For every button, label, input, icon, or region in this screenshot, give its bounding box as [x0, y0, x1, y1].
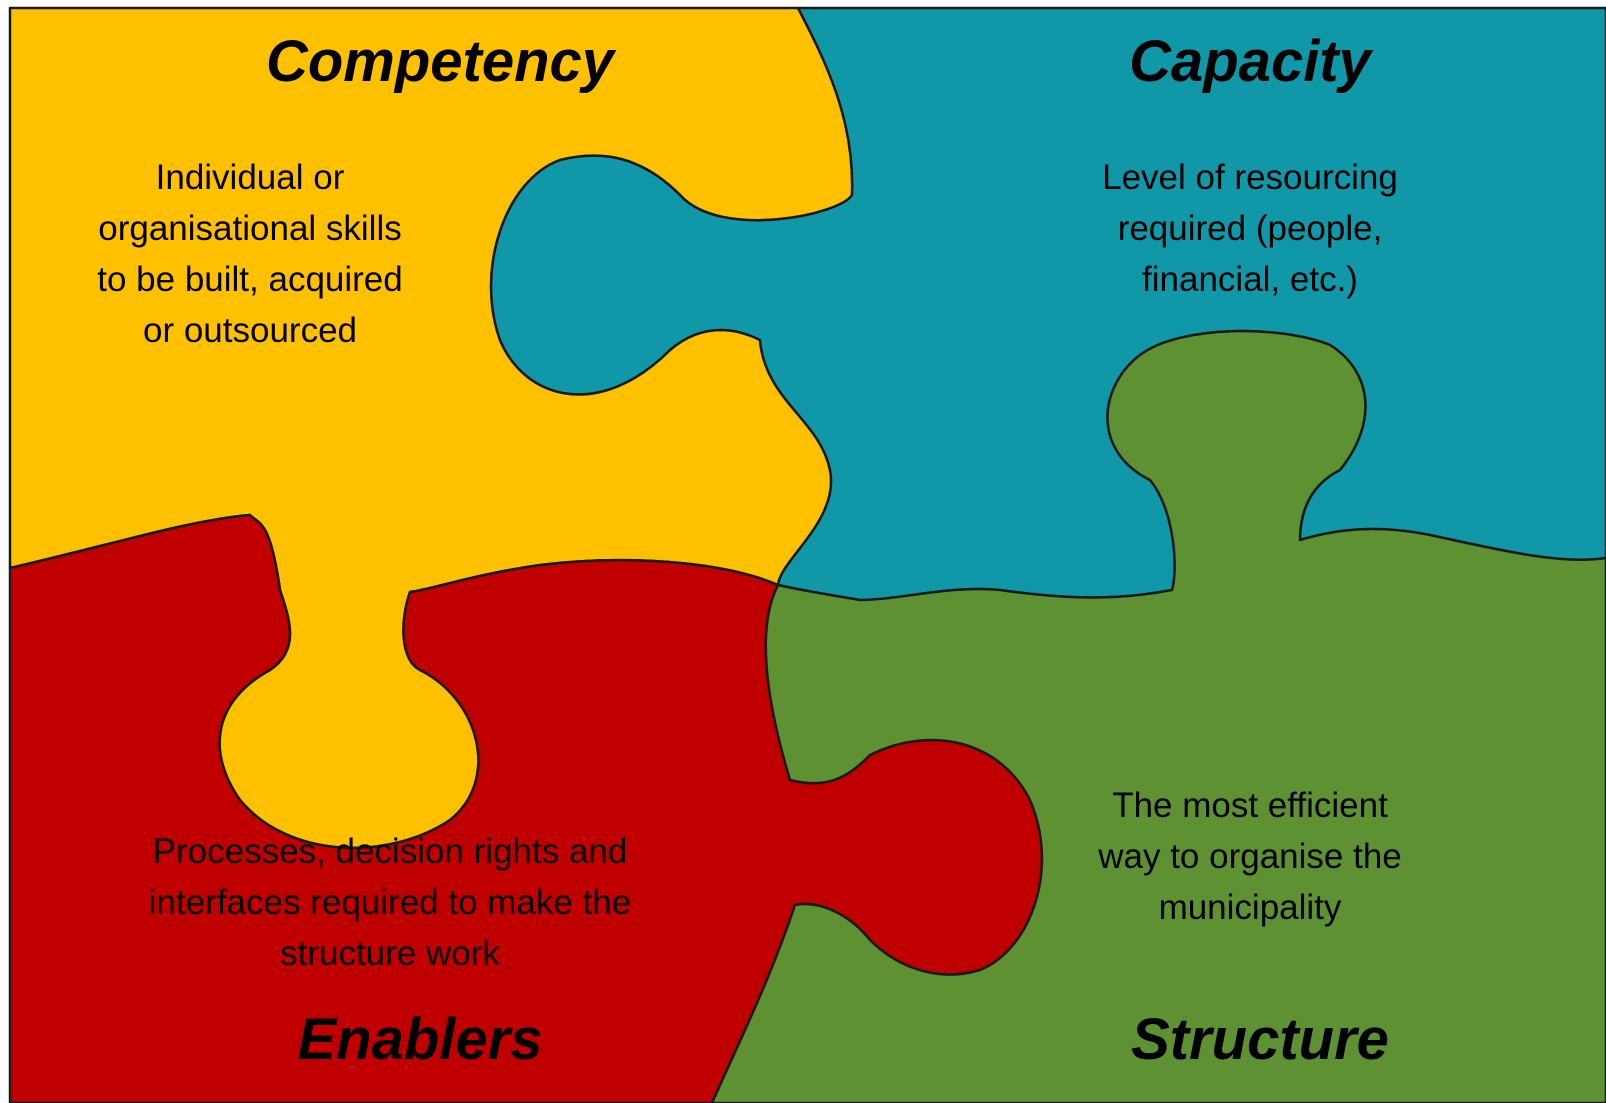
structure-title: Structure: [1131, 1007, 1389, 1072]
competency-desc-line: or outsourced: [142, 311, 358, 350]
competency-desc-line: Individual or: [155, 158, 345, 197]
capacity-desc-line: financial, etc.): [1142, 260, 1358, 299]
structure-description: The most efficient way to organise the m…: [1040, 780, 1460, 933]
enablers-desc-line: structure work: [280, 934, 500, 973]
structure-desc-line: The most efficient: [1112, 786, 1388, 825]
capacity-description: Level of resourcing required (people, fi…: [1040, 152, 1460, 305]
structure-piece: [710, 329, 1606, 1103]
structure-desc-line: municipality: [1158, 888, 1342, 927]
enablers-title: Enablers: [297, 1007, 543, 1072]
capacity-desc-line: required (people,: [1117, 209, 1383, 248]
capacity-title: Capacity: [1129, 29, 1371, 94]
competency-desc-line: organisational skills: [98, 209, 402, 248]
enablers-desc-line: Processes, decision rights and: [152, 832, 628, 871]
competency-description: Individual or organisational skills to b…: [40, 152, 460, 356]
structure-desc-line: way to organise the: [1098, 837, 1402, 876]
enablers-desc-line: interfaces required to make the: [148, 883, 632, 922]
competency-title: Competency: [265, 29, 615, 94]
competency-desc-line: to be built, acquired: [97, 260, 403, 299]
diagram-border: [9, 7, 1606, 1103]
capacity-desc-line: Level of resourcing: [1102, 158, 1398, 197]
enablers-description: Processes, decision rights and interface…: [70, 826, 710, 979]
